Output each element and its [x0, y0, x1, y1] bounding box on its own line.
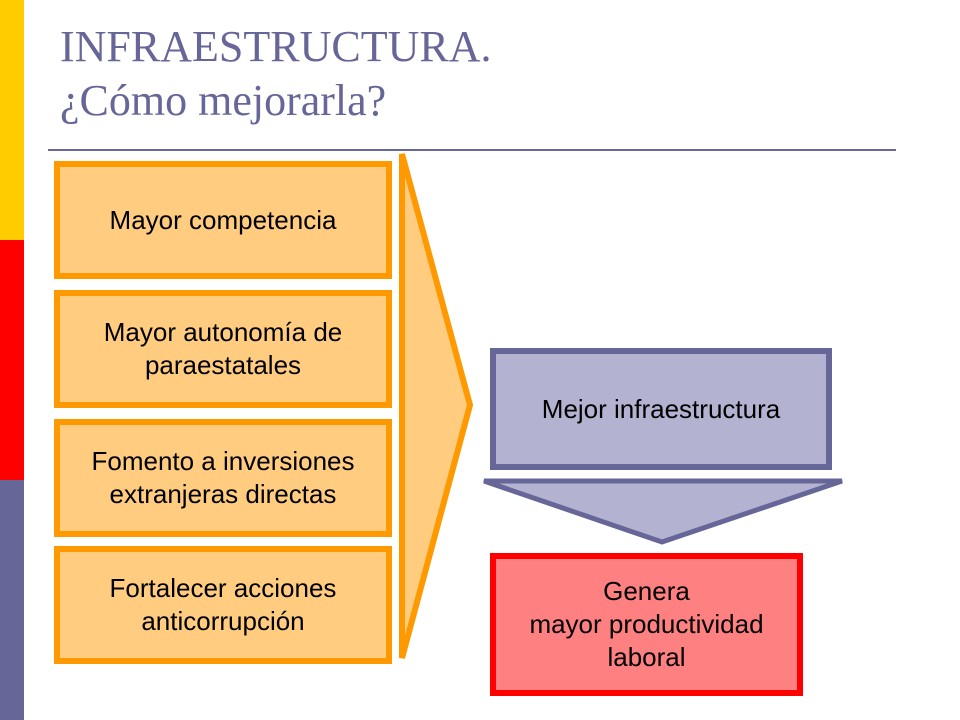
side-accent-red — [0, 240, 24, 480]
title-divider — [48, 149, 896, 151]
input-box-anticorruption: Fortalecer acciones anticorrupción — [54, 546, 392, 664]
merge-arrow-bracket — [399, 153, 474, 659]
side-accent-yellow — [0, 0, 24, 240]
input-label: Mayor competencia — [109, 204, 337, 235]
title-line-2: ¿Cómo mejorarla? — [60, 76, 387, 125]
input-label: Mayor autonomía de paraestatales — [103, 317, 343, 380]
outcome-label: Genera mayor productividad laboral — [529, 576, 764, 672]
title-line-1: INFRAESTRUCTURA. — [60, 22, 492, 71]
slide-title: INFRAESTRUCTURA. ¿Cómo mejorarla? — [60, 20, 492, 128]
side-accent-blue — [0, 480, 24, 720]
input-box-competition: Mayor competencia — [54, 161, 392, 279]
outcome-box: Genera mayor productividad laboral — [490, 553, 803, 696]
result-box: Mejor infraestructura — [490, 348, 832, 470]
input-box-investment: Fomento a inversiones extranjeras direct… — [54, 419, 392, 537]
input-box-autonomy: Mayor autonomía de paraestatales — [54, 290, 392, 408]
input-label: Fortalecer acciones anticorrupción — [109, 573, 337, 636]
result-label: Mejor infraestructura — [541, 393, 781, 424]
input-label: Fomento a inversiones extranjeras direct… — [91, 446, 355, 509]
down-arrow — [483, 478, 843, 545]
